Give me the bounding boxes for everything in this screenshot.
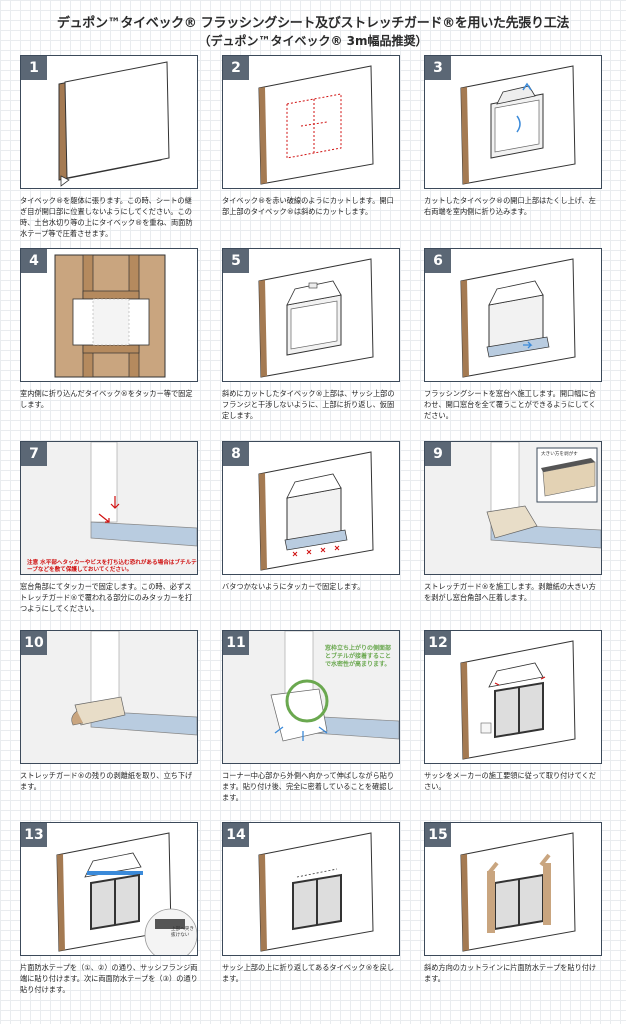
step-caption: 窓台角部にてタッカーで固定します。この時、必ずストレッチガード®で覆われる部分に… xyxy=(20,582,193,613)
step-number: 1 xyxy=(21,56,47,80)
step-illustration: 4 xyxy=(20,248,198,382)
step-illustration: 15 xyxy=(424,822,602,956)
return-sheet-illustration xyxy=(258,832,374,952)
fold-top-illustration xyxy=(258,258,374,378)
step7-warning: 注意 水平部へタッカーやビスを打ち込む恐れがある場合はブチルテープなどを敷て保護… xyxy=(27,560,197,573)
step-illustration: 3 xyxy=(424,55,602,189)
step-number: 10 xyxy=(21,631,47,655)
step-illustration: 13 上部へ突き抜けない xyxy=(20,822,198,956)
step-number: 9 xyxy=(425,442,451,466)
step-caption: バタつかないようにタッカーで固定します。 xyxy=(222,582,365,591)
step11-callout: 窓枠立ち上がりの側面部とブチルが接着することで水密性が高まります。 xyxy=(325,645,392,668)
step-illustration: 2 xyxy=(222,55,400,189)
step-caption: 室内側に折り込んだタイベック®をタッカー等で固定します。 xyxy=(20,389,193,409)
step-number: 4 xyxy=(21,249,47,273)
step-number: 13 xyxy=(21,823,47,847)
step-caption: タイベック®を躯体に張ります。この時、シートの継ぎ目が開口部に位置しないようにし… xyxy=(20,196,193,238)
step-illustration: 7 注意 水平部へタッカーやビスを打ち込む恐れがある場合はブチルテープなどを敷て… xyxy=(20,441,198,575)
step-illustration: 10 xyxy=(20,630,198,764)
step-number: 8 xyxy=(223,442,249,466)
press-corner-illustration xyxy=(223,631,399,763)
step-caption: 片面防水テープを（①、②）の通り、サッシフランジ両端に貼り付けます。次に両面防水… xyxy=(20,963,198,994)
step-caption: ストレッチガード®を施工します。剥離紙の大きい方を剥がし窓台角部へ圧着します。 xyxy=(424,582,596,602)
step-caption: サッシをメーカーの施工要領に従って取り付けてください。 xyxy=(424,771,596,791)
wall-sheet-illustration xyxy=(58,61,170,187)
step-caption: タイベック®を赤い破線のようにカットします。開口部上部のタイベック®は斜めにカッ… xyxy=(222,196,394,216)
step-illustration: 8 xyxy=(222,441,400,575)
cut-lines-illustration xyxy=(258,65,374,185)
step-caption: サッシ上部の上に折り返してあるタイベック®を戻します。 xyxy=(222,963,395,983)
step-illustration: 12 xyxy=(424,630,602,764)
step-number: 3 xyxy=(425,56,451,80)
interior-frame-illustration xyxy=(54,254,166,378)
step-caption: カットしたタイベック®の開口上部はたくし上げ、左右両端を室内側に折り込みます。 xyxy=(424,196,596,216)
fold-sheet-illustration xyxy=(460,65,576,185)
step-illustration: 5 xyxy=(222,248,400,382)
step-caption: フラッシングシートを窓台へ施工します。開口幅に合わせ、開口窓台を全て覆うことがで… xyxy=(424,389,596,420)
step-illustration: 11 窓枠立ち上がりの側面部とブチルが接着することで水密性が高まります。 xyxy=(222,630,400,764)
step-illustration: 6 xyxy=(424,248,602,382)
page-title: デュポン™タイベック® フラッシングシート及びストレッチガード®を用いた先張り工… xyxy=(56,16,570,31)
page-subtitle: （デュポン™タイベック® 3m幅品推奨） xyxy=(198,34,428,48)
step-number: 7 xyxy=(21,442,47,466)
tacker-fix-illustration xyxy=(258,451,374,571)
step13-label: 上部へ突き抜けない xyxy=(171,927,194,938)
step-illustration: 14 xyxy=(222,822,400,956)
step9-label: 大きい方を剥がす xyxy=(541,452,578,457)
step-number: 15 xyxy=(425,823,451,847)
step-illustration: 9 大きい方を剥がす xyxy=(424,441,602,575)
step-caption: 斜めにカットしたタイベック®上部は、サッシ上部のフランジと干渉しないように、上部… xyxy=(222,389,395,420)
sill-corner-illustration xyxy=(21,442,197,574)
peel-liner-illustration xyxy=(21,631,197,763)
step-number: 12 xyxy=(425,631,451,655)
step-number: 2 xyxy=(223,56,249,80)
step-illustration: 1 xyxy=(20,55,198,189)
sash-install-illustration xyxy=(460,640,576,760)
step-caption: ストレッチガード®の残りの剥離紙を取り、立ち下げます。 xyxy=(20,771,193,791)
step-number: 14 xyxy=(223,823,249,847)
flashing-sheet-illustration xyxy=(460,258,576,378)
step-number: 6 xyxy=(425,249,451,273)
stretch-guard-illustration xyxy=(425,442,601,574)
step-number: 11 xyxy=(223,631,249,655)
tape-application-illustration xyxy=(56,832,197,955)
step-caption: 斜め方向のカットラインに片面防水テープを貼り付けます。 xyxy=(424,963,597,983)
step-number: 5 xyxy=(223,249,249,273)
step-caption: コーナー中心部から外側へ向かって伸ばしながら貼ります。貼り付け後、完全に密着して… xyxy=(222,771,395,802)
diagonal-tape-illustration xyxy=(460,832,576,952)
